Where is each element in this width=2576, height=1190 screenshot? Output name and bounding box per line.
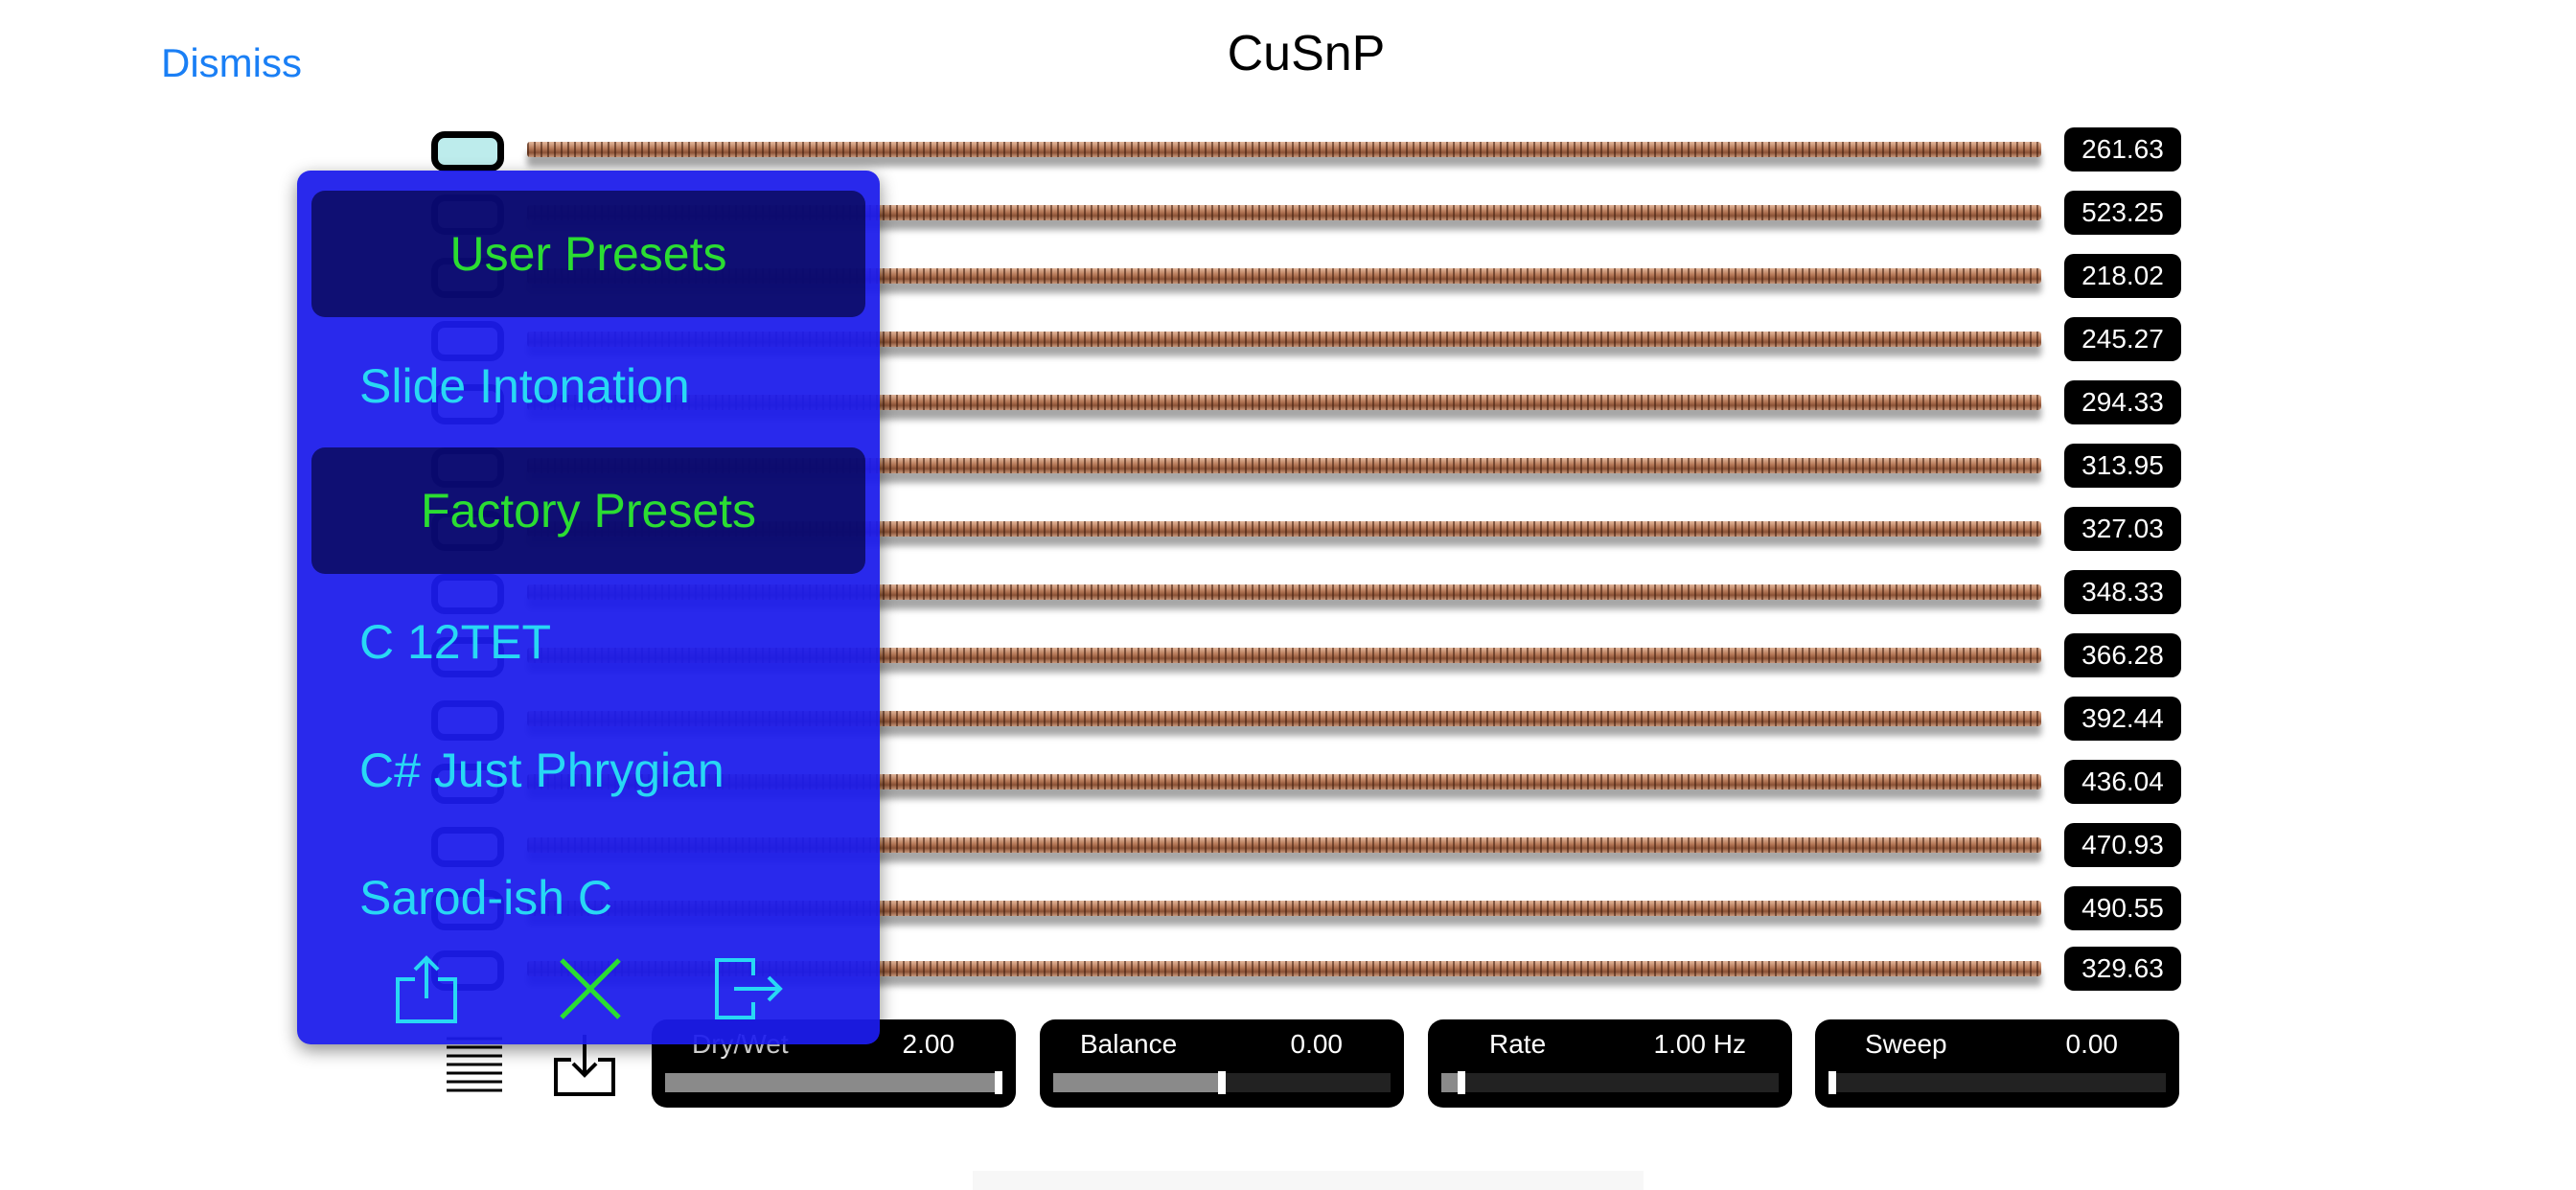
string-toggle[interactable]: [431, 131, 504, 172]
balance-value: 0.00: [1290, 1029, 1344, 1059]
preset-item-sarod-ish-c[interactable]: Sarod-ish C: [359, 871, 612, 925]
frequency-label[interactable]: 490.55: [2064, 886, 2181, 930]
list-icon[interactable]: [441, 1031, 508, 1098]
balance-label: Balance: [1080, 1029, 1178, 1059]
preset-popover: User Presets Slide Intonation Factory Pr…: [297, 171, 880, 1044]
frequency-label[interactable]: 523.25: [2064, 191, 2181, 235]
balance-track[interactable]: [1053, 1071, 1391, 1094]
preset-item-c-12tet[interactable]: C 12TET: [359, 615, 552, 669]
sweep-label: Sweep: [1865, 1029, 1947, 1059]
rate-thumb[interactable]: [1458, 1071, 1466, 1094]
frequency-label[interactable]: 392.44: [2064, 697, 2181, 741]
string-bar[interactable]: [527, 458, 2041, 473]
dismiss-button[interactable]: Dismiss: [161, 40, 302, 85]
frequency-label[interactable]: 348.33: [2064, 570, 2181, 614]
string-bar[interactable]: [527, 521, 2041, 537]
factory-presets-header: Factory Presets: [311, 447, 865, 574]
string-bar[interactable]: [527, 142, 2041, 157]
page-title: CuSnP: [1227, 26, 1386, 81]
string-bar[interactable]: [527, 268, 2041, 284]
drywet-track[interactable]: [665, 1071, 1002, 1094]
balance-slider[interactable]: Balance 0.00: [1040, 1019, 1404, 1108]
balance-fill: [1053, 1073, 1222, 1092]
drywet-value: 2.00: [902, 1029, 955, 1059]
sweep-value: 0.00: [2065, 1029, 2119, 1059]
string-bar[interactable]: [527, 901, 2041, 916]
string-bar[interactable]: [527, 332, 2041, 347]
preset-item-c-sharp-just-phrygian[interactable]: C# Just Phrygian: [359, 744, 724, 797]
sweep-track[interactable]: [1828, 1071, 2166, 1094]
drywet-thumb[interactable]: [995, 1071, 1002, 1094]
string-row: 294.33: [0, 380, 2576, 426]
string-row: 392.44: [0, 697, 2576, 743]
frequency-label[interactable]: 218.02: [2064, 254, 2181, 298]
frequency-label[interactable]: 327.03: [2064, 507, 2181, 551]
drywet-fill: [665, 1073, 1002, 1092]
rate-value: 1.00 Hz: [1653, 1029, 1747, 1059]
frequency-label[interactable]: 245.27: [2064, 317, 2181, 361]
frequency-label[interactable]: 294.33: [2064, 380, 2181, 424]
string-bar[interactable]: [527, 648, 2041, 663]
frequency-label[interactable]: 261.63: [2064, 127, 2181, 172]
import-icon[interactable]: [713, 954, 786, 1023]
share-icon[interactable]: [392, 954, 461, 1025]
string-bar[interactable]: [527, 711, 2041, 726]
string-bar[interactable]: [527, 205, 2041, 220]
frequency-label[interactable]: 329.63: [2064, 947, 2181, 991]
frequency-label[interactable]: 366.28: [2064, 633, 2181, 677]
balance-thumb[interactable]: [1218, 1071, 1226, 1094]
string-bar[interactable]: [527, 774, 2041, 790]
frequency-label[interactable]: 470.93: [2064, 823, 2181, 867]
home-indicator-area: [973, 1171, 1644, 1190]
rate-label: Rate: [1489, 1029, 1547, 1059]
string-bar[interactable]: [527, 395, 2041, 410]
string-bar[interactable]: [527, 961, 2041, 976]
sweep-slider[interactable]: Sweep 0.00: [1815, 1019, 2179, 1108]
user-presets-header: User Presets: [311, 191, 865, 317]
string-bar[interactable]: [527, 584, 2041, 600]
frequency-label[interactable]: 436.04: [2064, 760, 2181, 804]
string-row: 261.63: [0, 127, 2576, 173]
rate-track[interactable]: [1441, 1071, 1779, 1094]
rate-slider[interactable]: Rate 1.00 Hz: [1428, 1019, 1792, 1108]
rate-fill: [1441, 1073, 1459, 1092]
preset-item-slide-intonation[interactable]: Slide Intonation: [359, 359, 690, 413]
close-icon[interactable]: [556, 954, 625, 1023]
frequency-label[interactable]: 313.95: [2064, 444, 2181, 488]
sweep-thumb[interactable]: [1828, 1071, 1836, 1094]
string-bar[interactable]: [527, 837, 2041, 853]
